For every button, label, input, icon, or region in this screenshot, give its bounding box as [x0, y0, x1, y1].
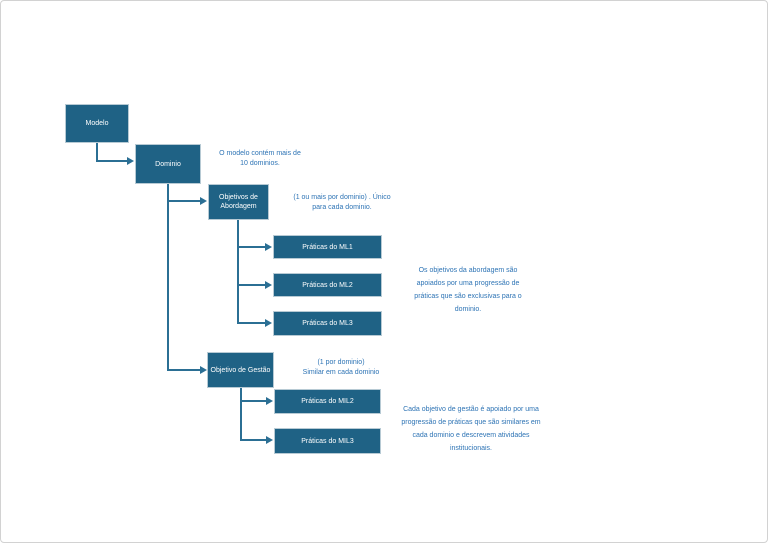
diagram-box-praticas-ml3: Práticas do ML3 — [273, 311, 382, 336]
connector-abordagem-ml2-horizontal — [237, 284, 266, 286]
arrowhead-into-praticas-ml3 — [265, 319, 272, 327]
diagram-box-praticas-mil3: Práticas do MIL3 — [274, 428, 381, 454]
annotation-modelo-note: O modelo contém mais de 10 dominios. — [219, 150, 301, 167]
diagram-box-praticas-ml1: Práticas do ML1 — [273, 235, 382, 259]
arrowhead-into-praticas-ml2 — [265, 281, 272, 289]
connector-dominio-abordagem-horizontal — [167, 200, 200, 202]
connector-abordagem-ml3-horizontal — [237, 322, 266, 324]
arrowhead-into-dominio — [127, 157, 134, 165]
annotation-abordagem-note: (1 ou mais por dominio) . Único para cad… — [293, 194, 391, 211]
connector-gestao-trunk-vertical — [240, 388, 242, 441]
diagram-box-objetivo-de-gestao: Objetivo de Gestão — [207, 352, 274, 388]
annotation-gestao-praticas-note: Cada objetivo de gestão é apoiado por um… — [401, 406, 541, 452]
diagram-box-modelo: Modelo — [65, 104, 129, 143]
arrowhead-into-praticas-mil2 — [266, 397, 273, 405]
connector-gestao-mil3-horizontal — [240, 439, 267, 441]
connector-abordagem-trunk-vertical — [237, 220, 239, 323]
connector-modelo-dominio-horizontal — [96, 160, 127, 162]
diagram-box-praticas-mil2: Práticas do MIL2 — [274, 389, 381, 414]
annotation-gestao-note: (1 por dominio) Similar em cada dominio — [302, 359, 380, 376]
diagram-box-dominio: Dominio — [135, 144, 201, 184]
arrowhead-into-objetivos-de-abordagem — [200, 197, 207, 205]
connector-gestao-mil2-horizontal — [240, 400, 267, 402]
annotation-abordagem-praticas-note: Os objetivos da abordagem são apoiados p… — [414, 267, 522, 313]
arrowhead-into-praticas-ml1 — [265, 243, 272, 251]
connector-dominio-gestao-horizontal — [167, 369, 200, 371]
arrowhead-into-objetivo-de-gestao — [200, 366, 207, 374]
diagram-box-objetivos-de-abordagem: Objetivos de Abordagem — [208, 184, 269, 220]
connector-modelo-dominio-vertical — [96, 143, 98, 162]
connector-dominio-trunk-vertical — [167, 184, 169, 371]
diagram-box-praticas-ml2: Práticas do ML2 — [273, 273, 382, 297]
connector-abordagem-ml1-horizontal — [237, 246, 266, 248]
arrowhead-into-praticas-mil3 — [266, 436, 273, 444]
